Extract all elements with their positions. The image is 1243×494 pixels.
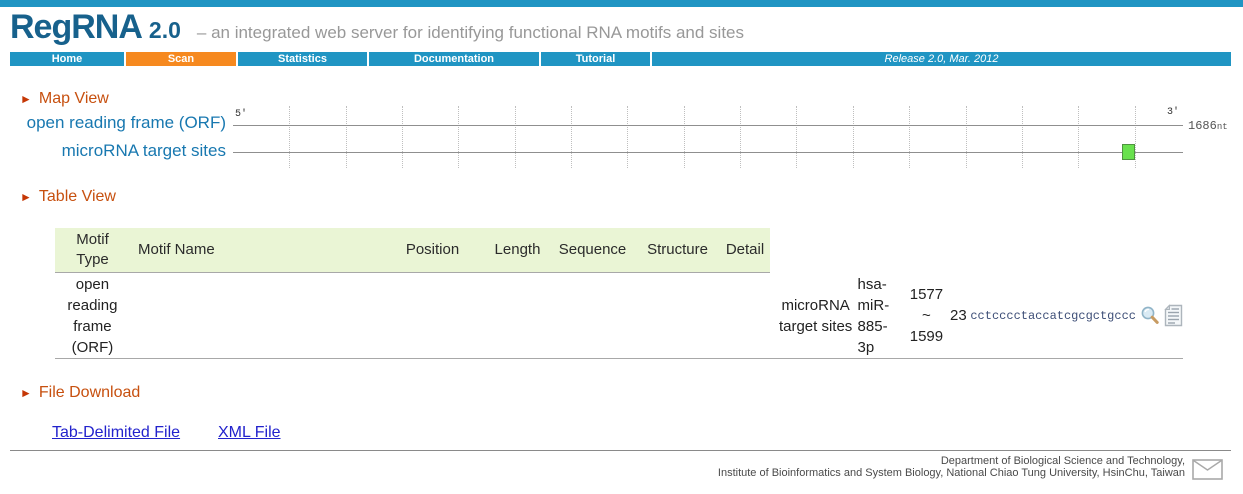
- section-arrow-icon: ►: [20, 386, 32, 400]
- section-arrow-icon: ►: [20, 190, 32, 204]
- col-structure: Structure: [647, 241, 708, 258]
- cell-motif-name: hsa-miR-885-3p: [857, 275, 890, 356]
- footer-divider: [10, 450, 1231, 451]
- xml-file-link[interactable]: XML File: [218, 424, 281, 441]
- table-header-row: Motif Type Motif Name Position Length Se…: [55, 228, 770, 273]
- map-gridline: [965, 106, 967, 168]
- track-label-orf: open reading frame (ORF): [26, 113, 226, 132]
- col-motif-name: Motif Name: [138, 241, 215, 258]
- main-nav: Home Scan Statistics Documentation Tutor…: [10, 52, 1231, 66]
- sequence-length-label: 1686nt: [1188, 119, 1228, 133]
- footer-line-1: Department of Biological Science and Tec…: [940, 455, 1185, 467]
- five-prime-label: 5': [235, 109, 248, 120]
- map-gridline: [458, 106, 460, 168]
- magnifier-icon: [1141, 306, 1159, 324]
- footer-line-2: Institute of Bioinformatics and System B…: [717, 467, 1185, 479]
- nav-tab-documentation[interactable]: Documentation: [369, 52, 539, 66]
- map-gridline: [1078, 106, 1080, 168]
- section-arrow-icon: ►: [20, 92, 32, 106]
- map-gridline: [627, 106, 629, 168]
- detail-view-button[interactable]: [1164, 304, 1183, 327]
- map-canvas: 5' 3' 1686nt: [233, 106, 1228, 168]
- orf-track-line: [233, 125, 1183, 126]
- col-length: Length: [494, 241, 541, 258]
- table-view-title: Table View: [38, 188, 116, 205]
- file-download-header: ► File Download: [20, 384, 140, 402]
- cell-sequence: cctcccctaccatcgcgctgccc: [970, 308, 1136, 323]
- logo-text: RegRNA: [10, 8, 143, 46]
- map-view-header: ► Map View: [20, 90, 109, 108]
- cell-motif-type: open reading frame (ORF): [67, 275, 118, 356]
- cell-length: 23: [950, 307, 967, 324]
- map-gridline: [402, 106, 404, 168]
- contact-mail-button[interactable]: [1192, 459, 1223, 480]
- cell-position: 1577 ~ 1599: [909, 286, 944, 345]
- nav-tab-statistics[interactable]: Statistics: [238, 52, 367, 66]
- site-tagline: – an integrated web server for identifyi…: [196, 23, 745, 42]
- tab-delimited-file-link[interactable]: Tab-Delimited File: [52, 424, 181, 441]
- map-gridline: [289, 106, 291, 168]
- top-accent-bar: [0, 0, 1243, 7]
- three-prime-label: 3': [1166, 107, 1179, 118]
- map-gridline: [909, 106, 911, 168]
- map-gridline: [571, 106, 573, 168]
- map-gridline: [1134, 106, 1136, 168]
- nav-tab-scan[interactable]: Scan: [126, 52, 236, 66]
- mirna-track-line: [233, 152, 1183, 153]
- sequence-length-value: 1686: [1188, 119, 1217, 133]
- map-gridline: [740, 106, 742, 168]
- table-row: open reading frame (ORF) microRNA target…: [55, 273, 1183, 359]
- map-gridline: [796, 106, 798, 168]
- map-gridline: [345, 106, 347, 168]
- envelope-icon: [1192, 459, 1223, 480]
- site-logo[interactable]: RegRNA 2.0 – an integrated web server fo…: [10, 8, 744, 47]
- map-view-title: Map View: [38, 90, 109, 107]
- file-download-title: File Download: [38, 384, 141, 401]
- track-label-mirna-target-sites: microRNA target sites: [61, 141, 226, 160]
- nav-tab-tutorial[interactable]: Tutorial: [541, 52, 650, 66]
- map-gridline: [852, 106, 854, 168]
- map-hit-marker[interactable]: [1121, 144, 1135, 160]
- map-gridline: [683, 106, 685, 168]
- sequence-length-unit: nt: [1216, 122, 1228, 132]
- structure-view-button[interactable]: [1140, 305, 1160, 326]
- footer-affiliation: Department of Biological Science and Tec…: [718, 455, 1185, 479]
- map-gridline: [1021, 106, 1023, 168]
- col-position: Position: [405, 241, 460, 258]
- col-sequence: Sequence: [558, 241, 627, 258]
- logo-version: 2.0: [148, 17, 181, 43]
- col-motif-type: Motif Type: [76, 231, 109, 268]
- table-view-header: ► Table View: [20, 188, 116, 206]
- release-banner: Release 2.0, Mar. 2012: [652, 52, 1231, 66]
- document-icon: [1164, 304, 1183, 327]
- map-gridline: [514, 106, 516, 168]
- col-detail: Detail: [725, 241, 765, 258]
- cell-site-type: microRNA target sites: [778, 296, 853, 335]
- nav-tab-home[interactable]: Home: [10, 52, 124, 66]
